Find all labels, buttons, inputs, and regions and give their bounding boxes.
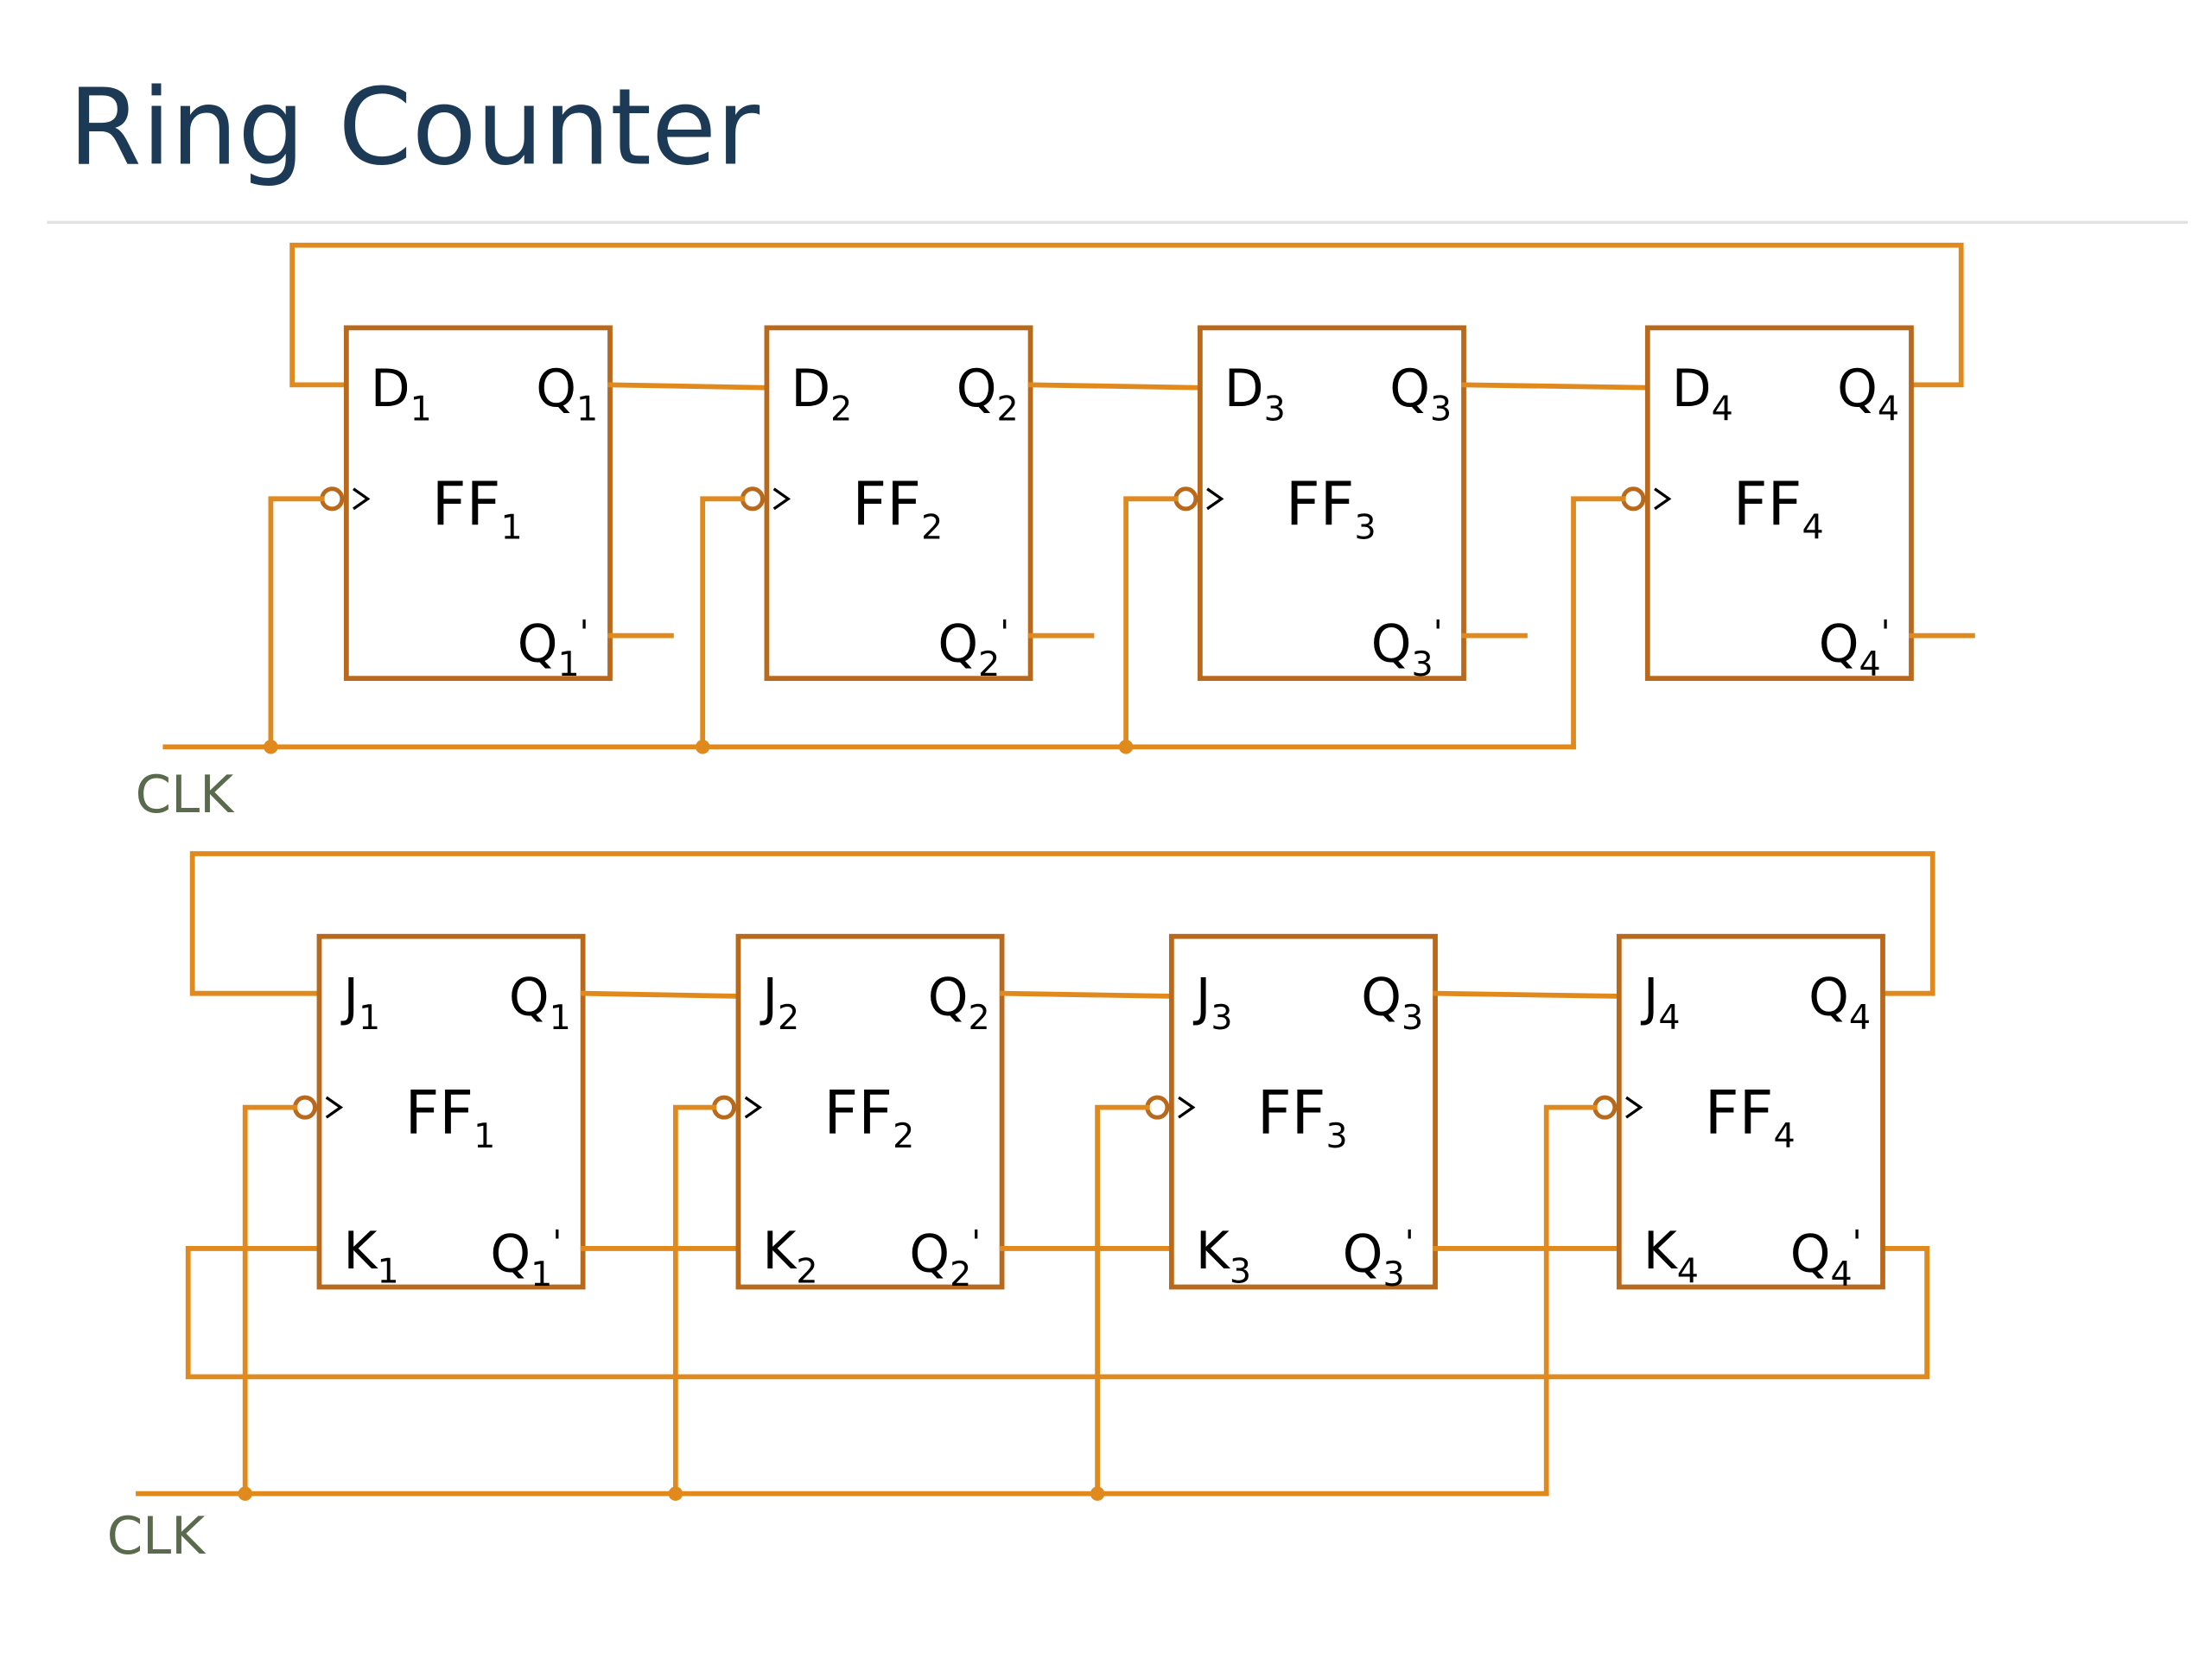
pin-label-k: K1 (344, 1222, 399, 1291)
flip-flop-name: FF3 (1257, 1078, 1348, 1155)
pin-label-j: J3 (1192, 968, 1233, 1037)
clock-label: CLK (136, 766, 236, 825)
flip-flop-name: FF4 (1733, 470, 1824, 547)
pin-label-q: Q4 (1808, 968, 1871, 1037)
pin-label-d: D3 (1224, 359, 1286, 429)
flip-flop-name: FF2 (823, 1078, 914, 1155)
junction-dot (1118, 740, 1134, 754)
flip-flop-name: FF1 (404, 1078, 495, 1155)
k-feedback-wire (185, 1246, 1929, 1380)
clock-triangle-icon (353, 487, 371, 511)
pin-label-q: Q1 (536, 359, 598, 429)
page-title: Ring Counter (68, 67, 760, 189)
pin-label-q: Q3 (1361, 968, 1423, 1037)
flip-flop-box (1168, 933, 1438, 1290)
negative-edge-bubble-icon (1173, 486, 1198, 512)
clock-branch-wire (268, 496, 325, 750)
pin-label-d: D1 (371, 359, 432, 429)
junction-dot (238, 1486, 252, 1501)
pin-label-d: D4 (1672, 359, 1733, 429)
flip-flop-box (764, 325, 1033, 682)
junction-dot (695, 740, 710, 754)
pin-label-q-bar: Q4' (1790, 1224, 1862, 1294)
flip-flop-name: FF3 (1286, 470, 1376, 547)
pin-label-q-bar: Q3' (1343, 1224, 1414, 1294)
q-to-d-wire (1027, 382, 1203, 391)
clock-triangle-icon (1206, 487, 1224, 511)
negative-edge-bubble-icon (1621, 486, 1646, 512)
clock-branch-wire (700, 496, 746, 750)
pin-label-q-bar: Q1' (490, 1224, 562, 1294)
clock-branch-wire (672, 1104, 717, 1497)
flip-flop-box (316, 933, 586, 1290)
pin-label-j: J4 (1640, 968, 1681, 1037)
q-to-d-wire (1461, 382, 1650, 391)
flip-flop-box (343, 325, 613, 682)
j-feedback-wire (189, 851, 1936, 996)
clock-triangle-icon (1625, 1096, 1643, 1119)
pin-label-k: K3 (1196, 1222, 1251, 1291)
pin-label-j: J1 (340, 968, 381, 1037)
flip-flop-name: FF2 (852, 470, 943, 547)
clock-triangle-icon (772, 487, 791, 511)
clock-label: CLK (107, 1507, 207, 1567)
q-to-d-wire (607, 382, 770, 391)
flip-flop-box (1644, 325, 1914, 682)
pin-label-q: Q2 (928, 968, 990, 1037)
negative-edge-bubble-icon (320, 486, 345, 512)
clock-triangle-icon (744, 1096, 763, 1119)
junction-dot (1090, 1486, 1105, 1501)
junction-dot (264, 740, 278, 754)
junction-dot (668, 1486, 683, 1501)
pin-label-q: Q4 (1837, 359, 1899, 429)
clock-branch-wire (1095, 1104, 1150, 1497)
pin-label-q: Q1 (509, 968, 571, 1037)
pin-label-q-bar: Q3' (1371, 613, 1443, 684)
pin-label-q-bar: Q2' (909, 1224, 981, 1294)
clock-branch-wire (1571, 496, 1626, 750)
clock-branch-wire (1123, 496, 1179, 750)
q-to-j-wire (1433, 990, 1622, 999)
pin-label-k: K4 (1643, 1222, 1699, 1291)
flip-flop-box (735, 933, 1005, 1290)
clock-triangle-icon (325, 1096, 344, 1119)
clock-triangle-icon (1178, 1096, 1196, 1119)
pin-label-j: J2 (759, 968, 799, 1037)
pin-label-q-bar: Q4' (1819, 613, 1891, 684)
negative-edge-bubble-icon (711, 1095, 736, 1120)
q-to-j-wire (999, 990, 1174, 999)
pin-label-k: K2 (762, 1222, 817, 1291)
clock-branch-wire (1543, 1104, 1598, 1497)
negative-edge-bubble-icon (1592, 1095, 1618, 1120)
negative-edge-bubble-icon (292, 1095, 318, 1120)
q-to-j-wire (580, 990, 741, 999)
flip-flop-name: FF4 (1705, 1078, 1796, 1155)
negative-edge-bubble-icon (740, 486, 765, 512)
pin-label-q-bar: Q2' (938, 613, 1009, 684)
clock-triangle-icon (1654, 487, 1672, 511)
flip-flop-name: FF1 (432, 470, 523, 547)
clock-branch-wire (242, 1104, 298, 1497)
negative-edge-bubble-icon (1145, 1095, 1170, 1120)
pin-label-q: Q2 (957, 359, 1019, 429)
flip-flop-box (1197, 325, 1466, 682)
pin-label-q: Q3 (1389, 359, 1452, 429)
flip-flop-box (1616, 933, 1885, 1290)
pin-label-d: D2 (791, 359, 852, 429)
feedback-wire (289, 242, 1964, 388)
pin-label-q-bar: Q1' (518, 613, 589, 684)
